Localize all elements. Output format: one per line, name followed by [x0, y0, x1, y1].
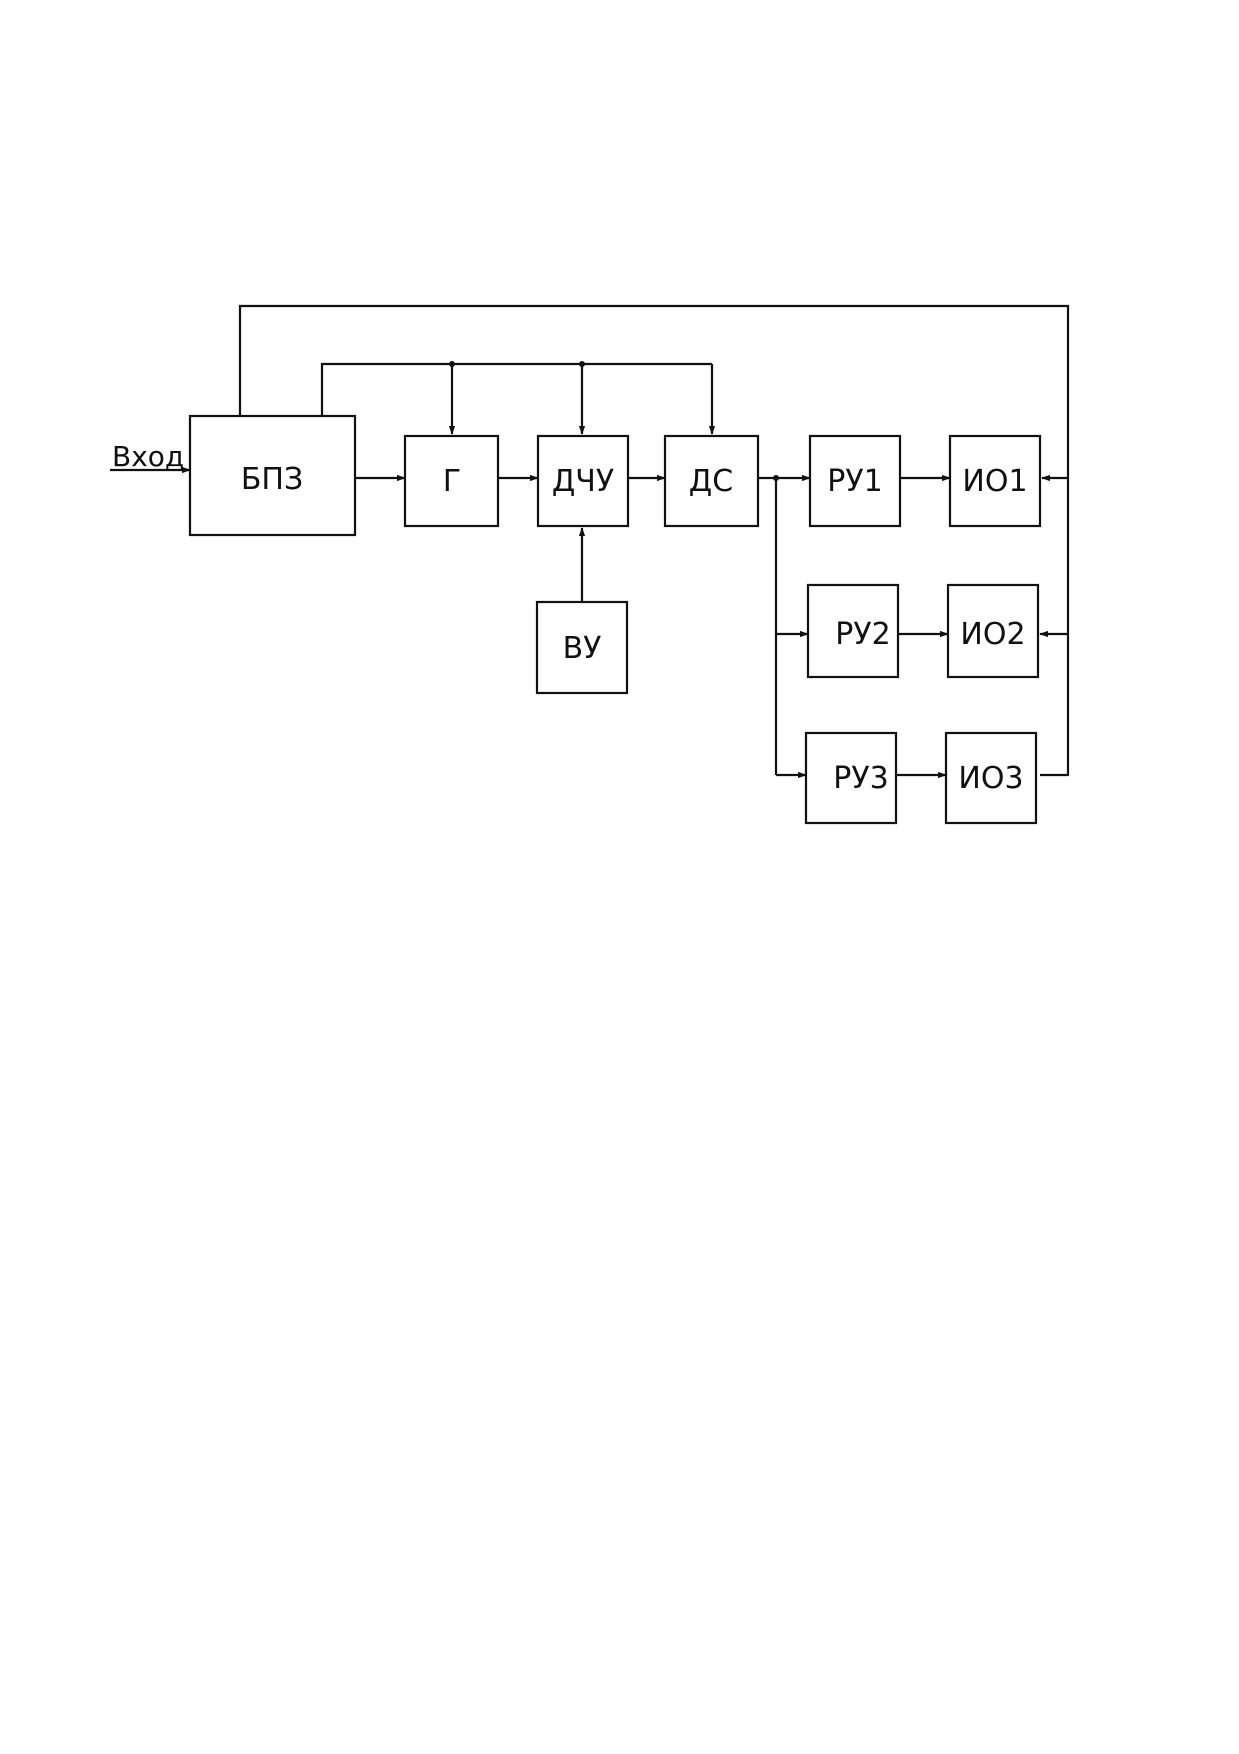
block-label: ИО1 — [962, 464, 1027, 499]
block-label: Г — [443, 464, 461, 499]
block-label: РУ3 — [833, 761, 888, 796]
block-label: ВУ — [563, 631, 602, 666]
block-io3: ИО3 — [944, 731, 1038, 825]
block-ru1: РУ1 — [808, 434, 902, 528]
block-label: БПЗ — [241, 462, 303, 497]
block-dchu: ДЧУ — [536, 434, 630, 528]
block-label: ИО2 — [960, 617, 1025, 652]
connections — [110, 304, 1070, 779]
block-label: ИО3 — [958, 761, 1023, 796]
block-label: ДС — [689, 464, 733, 499]
block-label: РУ1 — [827, 464, 882, 499]
block-g: Г — [403, 434, 500, 528]
wire-control-bus — [320, 362, 712, 416]
block-label: РУ2 — [835, 617, 890, 652]
wire-outer-feedback — [238, 304, 1070, 777]
block-ru3: РУ3 — [804, 731, 898, 825]
block-ru2: РУ2 — [806, 583, 900, 679]
junction-dot — [579, 361, 585, 367]
junction-dot — [449, 361, 455, 367]
block-vu: ВУ — [535, 600, 629, 695]
block-label: ДЧУ — [552, 464, 614, 499]
block-ds: ДС — [663, 434, 760, 528]
block-io1: ИО1 — [948, 434, 1042, 528]
block-io2: ИО2 — [946, 583, 1040, 679]
junction-dot — [773, 475, 779, 481]
input-label: Вход — [112, 440, 184, 473]
block-bpz: БПЗ — [188, 414, 357, 537]
